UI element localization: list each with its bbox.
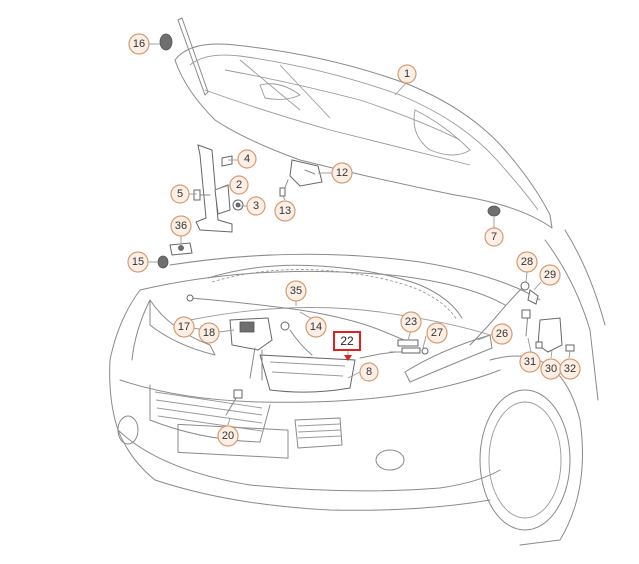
callout-label: 30 bbox=[545, 363, 557, 375]
callout-label: 28 bbox=[521, 256, 533, 268]
callout-label: 5 bbox=[177, 188, 183, 200]
callout-label: 16 bbox=[133, 38, 145, 50]
hood-panel bbox=[174, 43, 553, 229]
callout-label: 17 bbox=[178, 321, 190, 333]
callout-12[interactable]: 12 bbox=[331, 162, 353, 184]
callout-29[interactable]: 29 bbox=[539, 264, 561, 286]
callout-label: 23 bbox=[405, 316, 417, 328]
callout-label: 4 bbox=[244, 153, 250, 165]
callout-30[interactable]: 30 bbox=[540, 358, 562, 380]
hood-stay bbox=[177, 17, 209, 96]
callout-8[interactable]: 8 bbox=[359, 362, 379, 382]
hood-striker bbox=[279, 159, 323, 197]
callout-label: 32 bbox=[564, 363, 576, 375]
callout-16[interactable]: 16 bbox=[128, 33, 150, 55]
callout-label: 18 bbox=[203, 327, 215, 339]
callout-17[interactable]: 17 bbox=[173, 316, 195, 338]
release-cable bbox=[189, 297, 416, 346]
callout-label: 8 bbox=[366, 366, 372, 378]
callout-36[interactable]: 36 bbox=[170, 215, 192, 237]
callout-4[interactable]: 4 bbox=[237, 149, 257, 169]
callout-31[interactable]: 31 bbox=[519, 351, 541, 373]
callout-32[interactable]: 32 bbox=[559, 358, 581, 380]
part-23-clip bbox=[397, 339, 419, 347]
car-body bbox=[109, 229, 606, 546]
secondary-latch bbox=[537, 317, 563, 353]
callout-label: 31 bbox=[524, 356, 536, 368]
callout-20[interactable]: 20 bbox=[217, 425, 239, 447]
callout-28[interactable]: 28 bbox=[516, 251, 538, 273]
callout-label: 2 bbox=[236, 179, 242, 191]
lock-carrier bbox=[204, 317, 356, 393]
hood-seal bbox=[207, 264, 463, 319]
callout-3[interactable]: 3 bbox=[246, 196, 266, 216]
rubber-buffer-top bbox=[159, 33, 173, 51]
callout-18[interactable]: 18 bbox=[198, 322, 220, 344]
callout-label: 7 bbox=[491, 231, 497, 243]
callout-13[interactable]: 13 bbox=[274, 200, 296, 222]
callout-label: 12 bbox=[336, 167, 348, 179]
callout-label: 22 bbox=[340, 334, 354, 348]
callout-label: 29 bbox=[544, 269, 556, 281]
callout-2[interactable]: 2 bbox=[229, 175, 249, 195]
callout-26[interactable]: 26 bbox=[491, 323, 513, 345]
callout-label: 26 bbox=[496, 328, 508, 340]
callout-label: 14 bbox=[310, 321, 322, 333]
callout-7[interactable]: 7 bbox=[484, 227, 504, 247]
callout-15[interactable]: 15 bbox=[127, 251, 149, 273]
callout-1[interactable]: 1 bbox=[397, 64, 417, 84]
callout-label: 13 bbox=[279, 205, 291, 217]
callout-5[interactable]: 5 bbox=[170, 184, 190, 204]
callout-label: 20 bbox=[222, 430, 234, 442]
hood-hinge bbox=[193, 144, 244, 233]
callout-22-highlighted[interactable]: 22 bbox=[333, 331, 361, 351]
callout-27[interactable]: 27 bbox=[426, 322, 448, 344]
leader-lines bbox=[148, 43, 571, 426]
callout-label: 36 bbox=[175, 220, 187, 232]
callout-label: 35 bbox=[290, 285, 302, 297]
callout-14[interactable]: 14 bbox=[305, 316, 327, 338]
callout-23[interactable]: 23 bbox=[400, 311, 422, 333]
callout-label: 27 bbox=[431, 327, 443, 339]
callout-label: 3 bbox=[253, 200, 259, 212]
callout-label: 15 bbox=[132, 256, 144, 268]
callout-35[interactable]: 35 bbox=[285, 280, 307, 302]
callout-label: 1 bbox=[404, 68, 410, 80]
